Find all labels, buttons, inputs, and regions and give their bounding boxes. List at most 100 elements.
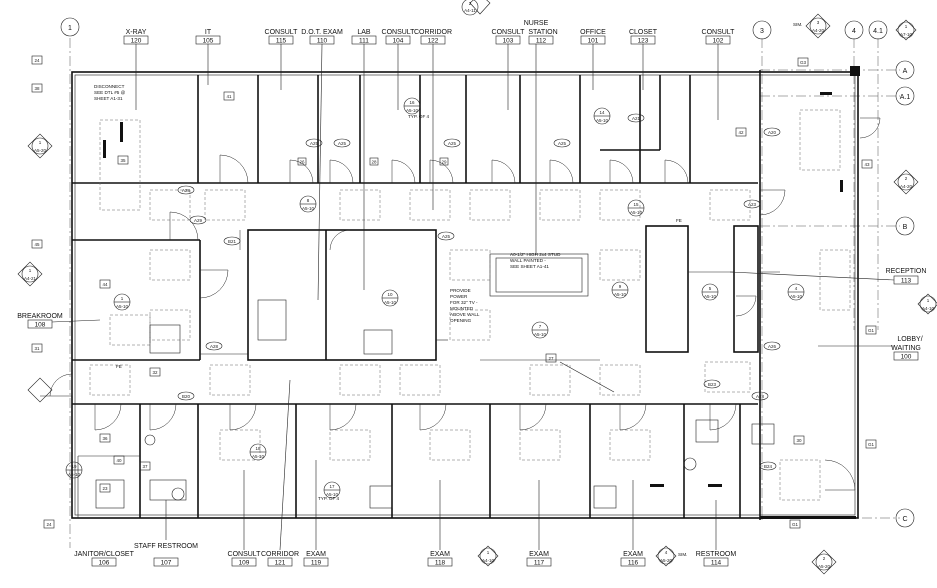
svg-text:PROVIDE: PROVIDE (450, 288, 471, 293)
svg-text:NURSE: NURSE (524, 20, 549, 27)
leader-lines (200, 271, 780, 393)
svg-text:A25: A25 (338, 141, 347, 146)
svg-text:A: A (903, 68, 908, 75)
svg-text:ABOVE WALL: ABOVE WALL (450, 312, 480, 317)
svg-text:18: 18 (255, 446, 261, 451)
svg-text:CONSULT: CONSULT (702, 29, 736, 36)
svg-text:CONSULT: CONSULT (228, 551, 262, 558)
svg-text:16: 16 (409, 100, 415, 105)
svg-text:B: B (903, 224, 908, 231)
note-disconnect: DISCONNECT SEE DTL #5 @ SHEET A1-31 (94, 84, 126, 101)
svg-text:A5-10: A5-10 (116, 304, 129, 309)
door-tag: B20 (177, 391, 195, 401)
notes: DISCONNECT SEE DTL #5 @ SHEET A1-31 A0-1… (94, 22, 802, 557)
wall-tag: 26 (297, 157, 307, 166)
door-tag: A25 (553, 138, 571, 148)
svg-text:CONSULT: CONSULT (492, 29, 526, 36)
svg-text:WALL PAINTED -: WALL PAINTED - (510, 258, 546, 263)
wall-tag: 35 (117, 155, 129, 165)
svg-text:14: 14 (599, 110, 605, 115)
svg-text:1: 1 (927, 298, 930, 303)
svg-text:CONSULT: CONSULT (265, 29, 299, 36)
svg-text:121: 121 (275, 560, 286, 567)
svg-text:CONSULT: CONSULT (382, 29, 416, 36)
svg-text:A21: A21 (632, 116, 641, 121)
svg-text:41: 41 (226, 94, 232, 99)
svg-text:RESTROOM: RESTROOM (696, 551, 737, 558)
svg-text:115: 115 (276, 38, 287, 45)
ceiling-fixtures (89, 109, 851, 501)
svg-text:CORRIDOR: CORRIDOR (414, 29, 452, 36)
grid-bubble-C: C (895, 508, 915, 528)
svg-text:35: 35 (120, 158, 126, 163)
svg-text:105: 105 (203, 38, 214, 45)
svg-text:MOUNTED: MOUNTED (450, 306, 474, 311)
svg-text:BREAKROOM: BREAKROOM (17, 313, 63, 320)
svg-text:SEE DTL #5 @: SEE DTL #5 @ (94, 90, 126, 95)
svg-text:B20: B20 (182, 394, 191, 399)
svg-text:103: 103 (503, 38, 514, 45)
elevation-marker-icon: 8A5-10 (299, 195, 317, 213)
svg-text:A4-10: A4-10 (482, 558, 495, 563)
svg-text:G3: G3 (800, 60, 807, 65)
svg-text:DISCONNECT: DISCONNECT (94, 84, 125, 89)
svg-text:X-RAY: X-RAY (126, 29, 147, 36)
svg-text:116: 116 (628, 560, 639, 567)
section-marker-icon: 2A4-20 (893, 169, 919, 195)
svg-text:4: 4 (852, 28, 856, 35)
wall-tag: 31 (31, 343, 43, 353)
note-sim-bottom: SIM. (678, 552, 687, 557)
svg-text:A5-10: A5-10 (704, 294, 717, 299)
svg-text:19: 19 (71, 464, 77, 469)
wall-tag: G1 (789, 519, 801, 529)
svg-text:EXAM: EXAM (306, 551, 326, 558)
wall-tag: 42 (735, 127, 747, 137)
svg-text:120: 120 (131, 38, 142, 45)
wall-tag: 41 (223, 91, 235, 101)
door-tag: A23 (743, 199, 761, 209)
door-tag: A28 (205, 341, 223, 351)
door-tag: A20 (763, 127, 781, 137)
section-marker-icon: 1A5-20 (27, 133, 53, 159)
svg-text:A5-10: A5-10 (302, 206, 315, 211)
section-marker-icon: 2A4-11 (461, 0, 491, 16)
svg-text:G1: G1 (868, 328, 875, 333)
svg-text:OFFICE: OFFICE (580, 29, 606, 36)
svg-text:40: 40 (116, 458, 122, 463)
svg-text:STATION: STATION (528, 29, 557, 36)
room-label-corridor-122: CORRIDOR 122 (414, 29, 452, 45)
plumbing-fixtures (95, 299, 775, 509)
door-tag: A25 (333, 138, 351, 148)
svg-text:STAFF RESTROOM: STAFF RESTROOM (134, 543, 198, 550)
elevation-marker-icon: 9A5-10 (611, 281, 629, 299)
svg-text:3: 3 (817, 20, 820, 25)
room-label-consult-115: CONSULT 115 (265, 29, 299, 45)
svg-text:122: 122 (428, 38, 439, 45)
section-marker-icon: 1A4-10 (917, 293, 937, 315)
svg-text:2: 2 (469, 1, 472, 6)
section-marker-icon: 2A5-20 (811, 549, 837, 575)
svg-text:A4-10: A4-10 (922, 306, 935, 311)
room-label-consult-103: CONSULT 103 (492, 29, 526, 45)
svg-text:118: 118 (435, 560, 446, 567)
svg-text:42: 42 (738, 130, 744, 135)
wall-tag: G1 (865, 325, 877, 335)
svg-text:A25: A25 (558, 141, 567, 146)
wall-tag: 27 (545, 353, 557, 363)
svg-text:C: C (902, 516, 907, 523)
svg-text:104: 104 (393, 38, 404, 45)
svg-text:43: 43 (864, 162, 870, 167)
wall-tag: 38 (31, 83, 43, 93)
wall-tag: 28 (369, 157, 379, 166)
svg-text:37: 37 (142, 464, 148, 469)
door-tag: A25 (443, 138, 461, 148)
